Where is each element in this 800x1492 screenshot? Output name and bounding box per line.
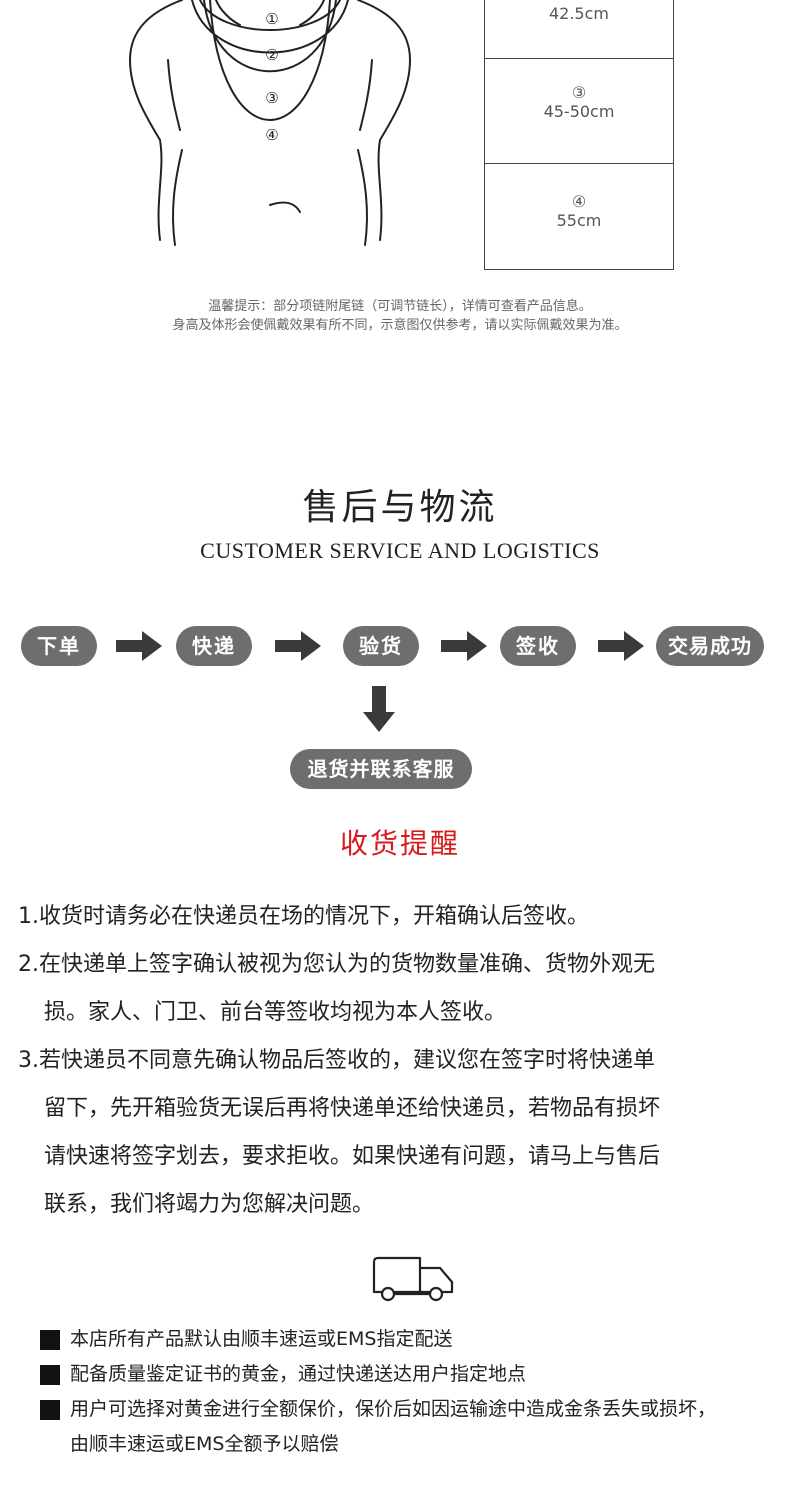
- note-text: 用户可选择对黄金进行全额保价，保价后如因运输途中造成金条丢失或损坏， 由顺丰速运…: [70, 1392, 716, 1462]
- size-table: 42.5cm ③ 45-50cm ④ 55cm: [484, 0, 674, 270]
- figure-marker-1: ①: [265, 10, 278, 28]
- size-value: 42.5cm: [548, 4, 609, 23]
- arrow-icon: [441, 631, 487, 661]
- remind-rules: 1.收货时请务必在快递员在场的情况下，开箱确认后签收。 2.在快递单上签字确认被…: [18, 893, 778, 1229]
- square-bullet-icon: [40, 1330, 60, 1350]
- remind-title: 收货提醒: [339, 827, 460, 860]
- note-line: 用户可选择对黄金进行全额保价，保价后如因运输途中造成金条丢失或损坏，: [70, 1398, 717, 1420]
- note-item: 配备质量鉴定证书的黄金，通过快递送达用户指定地点: [40, 1357, 780, 1392]
- figure-marker-3: ③: [265, 89, 278, 107]
- flow-step-success: 交易成功: [656, 626, 764, 666]
- rule-1: 1.收货时请务必在快递员在场的情况下，开箱确认后签收。: [18, 893, 778, 941]
- necklace-length-figure: ① ② ③ ④: [128, 0, 412, 246]
- flow-step-order: 下单: [21, 626, 97, 666]
- rule-line: 损。家人、门卫、前台等签收均视为本人签收。: [44, 1000, 507, 1025]
- arrow-icon: [275, 631, 321, 661]
- logistics-notes: 本店所有产品默认由顺丰速运或EMS指定配送 配备质量鉴定证书的黄金，通过快递送达…: [40, 1322, 780, 1462]
- size-row: ③ 45-50cm: [485, 59, 673, 164]
- square-bullet-icon: [40, 1365, 60, 1385]
- section-title: 售后与物流: [302, 487, 498, 528]
- rule-line: 2.在快递单上签字确认被视为您认为的货物数量准确、货物外观无: [18, 952, 655, 977]
- square-bullet-icon: [40, 1400, 60, 1420]
- section-subtitle: CUSTOMER SERVICE AND LOGISTICS: [200, 538, 600, 563]
- rule-line: 3.若快递员不同意先确认物品后签收的，建议您在签字时将快递单: [18, 1048, 655, 1073]
- size-row: ④ 55cm: [485, 164, 673, 269]
- figure-marker-4: ④: [265, 126, 278, 144]
- rule-2: 2.在快递单上签字确认被视为您认为的货物数量准确、货物外观无 损。家人、门卫、前…: [18, 941, 778, 1037]
- rule-line: 请快速将签字划去，要求拒收。如果快递有问题，请马上与售后: [44, 1144, 661, 1169]
- tips-line-1: 温馨提示：部分项链附尾链（可调节链长），详情可查看产品信息。: [208, 299, 592, 314]
- flow-step-sign: 签收: [500, 626, 576, 666]
- flow-step-return: 退货并联系客服: [290, 749, 472, 789]
- arrow-icon: [598, 631, 644, 661]
- size-number: ④: [571, 192, 587, 211]
- size-value: 45-50cm: [543, 102, 615, 121]
- truck-icon: [372, 1256, 454, 1302]
- note-text: 本店所有产品默认由顺丰速运或EMS指定配送: [70, 1328, 453, 1350]
- size-number: ③: [571, 83, 587, 102]
- rule-3: 3.若快递员不同意先确认物品后签收的，建议您在签字时将快递单 留下，先开箱验货无…: [18, 1037, 778, 1229]
- note-text: 配备质量鉴定证书的黄金，通过快递送达用户指定地点: [70, 1363, 527, 1385]
- rule-line: 1.收货时请务必在快递员在场的情况下，开箱确认后签收。: [18, 904, 589, 929]
- note-line: 由顺丰速运或EMS全额予以赔偿: [70, 1433, 339, 1455]
- flow-step-express: 快递: [176, 626, 252, 666]
- figure-marker-2: ②: [265, 46, 278, 64]
- note-item: 本店所有产品默认由顺丰速运或EMS指定配送: [40, 1322, 780, 1357]
- size-row: 42.5cm: [485, 0, 673, 59]
- arrow-down-icon: [363, 686, 395, 732]
- arrow-icon: [116, 631, 162, 661]
- tips-line-2: 身高及体形会使佩戴效果有所不同，示意图仅供参考，请以实际佩戴效果为准。: [172, 318, 628, 333]
- note-item: 用户可选择对黄金进行全额保价，保价后如因运输途中造成金条丢失或损坏， 由顺丰速运…: [40, 1392, 780, 1462]
- flow-step-inspect: 验货: [343, 626, 419, 666]
- rule-line: 留下，先开箱验货无误后再将快递单还给快递员，若物品有损坏: [44, 1096, 661, 1121]
- rule-line: 联系，我们将竭力为您解决问题。: [44, 1192, 375, 1217]
- size-value: 55cm: [556, 211, 602, 230]
